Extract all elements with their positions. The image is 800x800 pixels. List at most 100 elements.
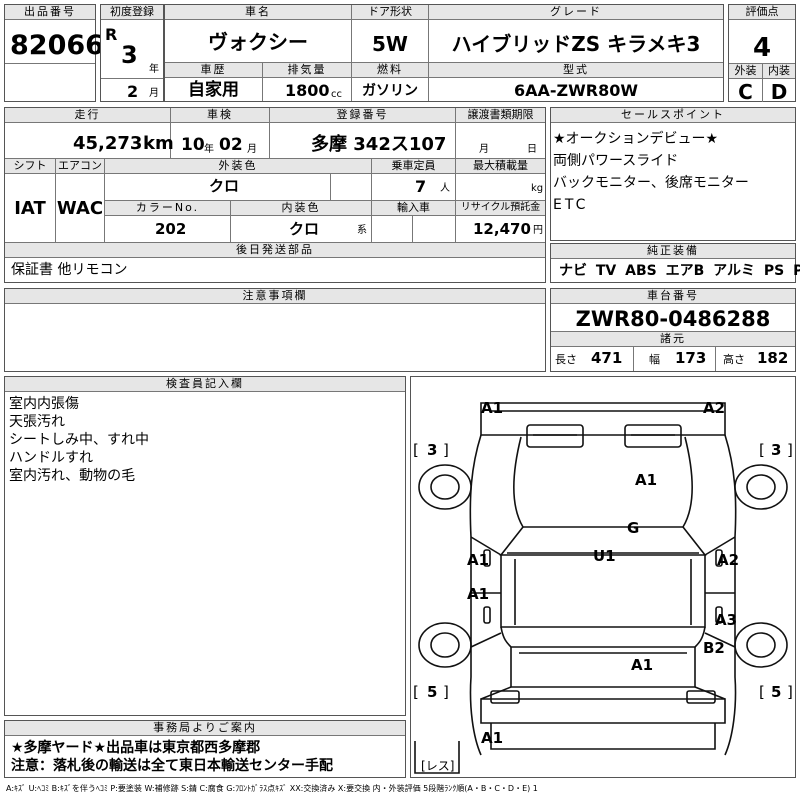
width-value: 173 xyxy=(675,349,707,367)
tire-front-right-close: ] xyxy=(787,441,793,459)
score-header: 評価点 xyxy=(729,5,795,20)
fuel-header: 燃料 xyxy=(352,63,428,78)
inspector-note: ハンドルすれ xyxy=(9,450,93,466)
spare-tire-value: レス xyxy=(425,759,450,773)
specs-header: 諸元 xyxy=(551,332,795,347)
grade-header: グレード xyxy=(429,5,723,20)
mark-rear-bumper: A1 xyxy=(481,729,504,747)
history-header: 車歴 xyxy=(165,63,262,78)
office-note: 注意：落札後の輸送は全て東日本輸送センター手配 xyxy=(11,758,333,774)
lot-number-box: 出品番号 82066 xyxy=(4,4,104,102)
mark-windshield: G xyxy=(627,519,640,537)
inspection-month-unit: 月 xyxy=(247,144,257,155)
vehicle-info-grid: 車名 ドア形状 グレード ヴォクシー 5W ハイブリッドZS キラメキ3 車歴 … xyxy=(164,4,724,102)
mark-rear-hatch: A1 xyxy=(631,656,654,674)
lot-number-header: 出品番号 xyxy=(5,5,95,20)
door-type: 5W xyxy=(372,32,408,56)
length-label: 長さ xyxy=(555,353,577,366)
car-name: ヴォクシー xyxy=(208,30,308,54)
registration-month: 2 xyxy=(127,82,139,101)
mark-right-quarter: B2 xyxy=(703,639,725,657)
chassis-number: ZWR80-0486288 xyxy=(575,307,771,331)
details-grid: 走行 車検 登録番号 譲渡書類期限 45,273 km 10 年 02 月 多摩… xyxy=(4,107,546,283)
era-letter: R xyxy=(105,25,118,44)
inspection-year: 10 xyxy=(181,135,205,155)
tire-front-left-close: ] xyxy=(443,441,449,459)
inspector-header: 検査員記入欄 xyxy=(5,377,405,392)
office-box: 事務局よりご案内 ★多摩ヤード★出品車は東京都西多摩郡 注意：落札後の輸送は全て… xyxy=(4,720,406,778)
mark-right-rear-door: A3 xyxy=(715,611,738,629)
mark-left-rear-door: A1 xyxy=(467,585,490,603)
inspector-note: シートしみ中、すれ中 xyxy=(9,432,149,448)
sales-point-line: バックモニター、後席モニター xyxy=(553,175,749,191)
chassis-header: 車台番号 xyxy=(551,289,795,304)
vehicle-history: 自家用 xyxy=(188,80,239,100)
inspector-note: 室内内張傷 xyxy=(9,396,79,412)
interior-color: クロ xyxy=(289,220,320,238)
genuine-header: 純正装備 xyxy=(551,244,795,259)
genuine-equipment-box: 純正装備 ナビ TV ABS エアB アルミ PS PW xyxy=(550,243,800,283)
recycle-fee: 12,470 xyxy=(473,220,531,238)
score-box: 評価点 4 外装 内装 C D xyxy=(728,4,796,102)
height-value: 182 xyxy=(757,349,789,367)
sales-point-line: ETC xyxy=(553,197,589,213)
first-registration-header: 初度登録 xyxy=(101,5,163,20)
overall-score: 4 xyxy=(752,33,772,63)
aircon-header: エアコン xyxy=(56,159,104,174)
inspector-box: 検査員記入欄 室内内張傷 天張汚れ シートしみ中、すれ中 ハンドルすれ 室内汚れ… xyxy=(4,376,406,716)
model-code-header: 型式 xyxy=(429,63,723,78)
month-unit: 月 xyxy=(149,88,159,99)
reg-no-header: 登録番号 xyxy=(270,108,455,123)
mark-left-front-door: A1 xyxy=(467,551,490,569)
registration-year: 3 xyxy=(121,41,138,69)
fuel-type: ガソリン xyxy=(362,83,418,99)
exterior-header: 外装 xyxy=(729,64,762,79)
displacement: 1800 xyxy=(285,81,330,100)
capacity-unit: 人 xyxy=(440,183,450,194)
damage-legend: A:ｷｽﾞ U:ﾍｺﾐ B:ｷｽﾞを伴うﾍｺﾐ P:要塗装 W:補修跡 S:錆 … xyxy=(6,784,538,793)
mark-front-left: A1 xyxy=(481,399,504,417)
height-label: 高さ xyxy=(723,353,745,366)
mark-front-right: A2 xyxy=(703,399,726,417)
shift-header: シフト xyxy=(5,159,55,174)
chassis-box: 車台番号 ZWR80-0486288 諸元 長さ 471 幅 173 高さ 18… xyxy=(550,288,796,372)
mileage-header: 走行 xyxy=(5,108,170,123)
first-registration-box: 初度登録 R 3 年 2 月 xyxy=(100,4,164,102)
door-header: ドア形状 xyxy=(352,5,428,20)
inspection-month: 02 xyxy=(219,135,243,155)
inspection-header: 車検 xyxy=(171,108,269,123)
notes-header: 注意事項欄 xyxy=(5,289,545,304)
tire-front-left: 3 xyxy=(427,441,438,459)
transfer-day-unit: 日 xyxy=(527,144,537,155)
sales-point-line: ★オークションデビュー★ xyxy=(553,131,719,147)
ext-color-header: 外装色 xyxy=(105,159,371,174)
tire-rear-right-label: [ xyxy=(759,683,765,701)
recycle-unit: 円 xyxy=(533,225,543,236)
displacement-unit: cc xyxy=(331,89,342,100)
registration-number: 多摩 342ス107 xyxy=(311,134,447,155)
spare-tire: [レス] xyxy=(421,759,455,773)
import-header: 輸入車 xyxy=(372,201,455,216)
int-color-header: 内装色 xyxy=(231,201,371,216)
mileage-unit: km xyxy=(143,133,174,154)
office-notes-list: ★多摩ヤード★出品車は東京都西多摩郡 注意：落札後の輸送は全て東日本輸送センター… xyxy=(11,739,333,775)
inspection-year-unit: 年 xyxy=(204,144,214,155)
later-parts-header: 後日発送部品 xyxy=(5,243,545,258)
mark-hood: A1 xyxy=(635,471,658,489)
tire-front-right: 3 xyxy=(771,441,782,459)
tire-rear-right-close: ] xyxy=(787,683,793,701)
interior-grade: D xyxy=(770,80,788,104)
width-label: 幅 xyxy=(649,353,660,366)
transfer-header: 譲渡書類期限 xyxy=(456,108,545,123)
seating-capacity: 7 xyxy=(415,177,427,196)
tire-front-right-label: [ xyxy=(759,441,765,459)
lot-number: 82066 xyxy=(10,30,104,61)
grade: ハイブリッドZS キラメキ3 xyxy=(451,32,701,56)
max-load-unit: kg xyxy=(531,183,544,194)
tire-rear-left-label: [ xyxy=(413,683,419,701)
sales-point-header: セールスポイント xyxy=(551,108,795,123)
model-code: 6AA-ZWR80W xyxy=(513,81,639,100)
tire-rear-left-close: ] xyxy=(443,683,449,701)
inspector-notes-list: 室内内張傷 天張汚れ シートしみ中、すれ中 ハンドルすれ 室内汚れ、動物の毛 xyxy=(9,395,149,485)
notes-box: 注意事項欄 xyxy=(4,288,546,372)
